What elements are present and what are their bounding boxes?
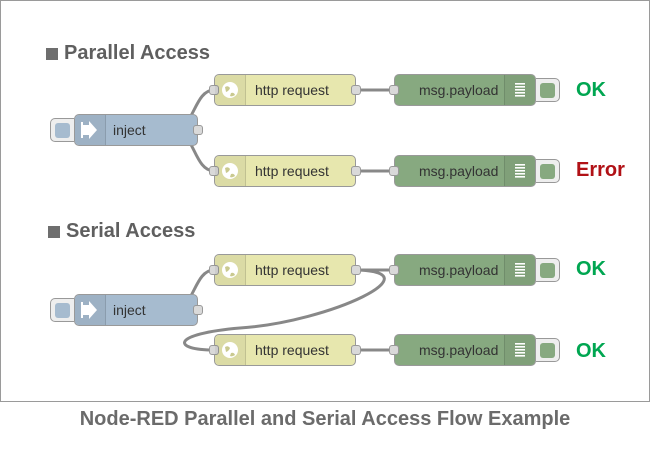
serial-debug-2-input-port[interactable] bbox=[389, 345, 399, 355]
globe-icon bbox=[215, 255, 246, 285]
inject-arrow-icon bbox=[75, 295, 106, 325]
serial-http-1-input-port[interactable] bbox=[209, 265, 219, 275]
parallel-access-title: Parallel Access bbox=[64, 42, 211, 64]
serial-access-title: Serial Access bbox=[66, 220, 196, 242]
parallel-debug-1-input-port[interactable] bbox=[389, 85, 399, 95]
parallel-http-request-node-2[interactable]: http request bbox=[209, 155, 361, 187]
parallel-debug-2-toggle-button[interactable] bbox=[536, 159, 560, 183]
serial-inject-trigger-button[interactable] bbox=[50, 298, 74, 322]
parallel-access-heading: Parallel Access bbox=[46, 42, 210, 65]
serial-inject-label: inject bbox=[113, 302, 146, 318]
serial-http-2-output-port[interactable] bbox=[351, 345, 361, 355]
parallel-inject-trigger-button[interactable] bbox=[50, 118, 74, 142]
parallel-http-2-output-port[interactable] bbox=[351, 166, 361, 176]
parallel-debug-node-2[interactable]: msg.payload bbox=[389, 155, 560, 187]
debug-list-icon bbox=[504, 255, 535, 285]
parallel-http-1-output-port[interactable] bbox=[351, 85, 361, 95]
serial-result-2: OK bbox=[576, 340, 606, 362]
serial-inject-node[interactable]: inject bbox=[50, 294, 203, 326]
serial-result-1: OK bbox=[576, 258, 606, 280]
parallel-inject-node[interactable]: inject bbox=[50, 114, 203, 146]
serial-http-request-node-1[interactable]: http request bbox=[209, 254, 361, 286]
serial-http-1-output-port[interactable] bbox=[351, 265, 361, 275]
heading-bullet-icon bbox=[48, 225, 60, 238]
parallel-http-1-label: http request bbox=[255, 82, 329, 98]
serial-debug-1-label: msg.payload bbox=[419, 262, 499, 278]
serial-http-2-input-port[interactable] bbox=[209, 345, 219, 355]
debug-list-icon bbox=[504, 335, 535, 365]
serial-debug-2-toggle-button[interactable] bbox=[536, 338, 560, 362]
parallel-http-request-node-1[interactable]: http request bbox=[209, 74, 361, 106]
debug-list-icon bbox=[504, 75, 535, 105]
serial-inject-output-port[interactable] bbox=[193, 305, 203, 315]
heading-bullet-icon bbox=[46, 47, 58, 60]
serial-debug-1-toggle-button[interactable] bbox=[536, 258, 560, 282]
parallel-http-1-input-port[interactable] bbox=[209, 85, 219, 95]
serial-debug-node-1[interactable]: msg.payload bbox=[389, 254, 560, 286]
parallel-http-2-input-port[interactable] bbox=[209, 166, 219, 176]
parallel-inject-label: inject bbox=[113, 122, 146, 138]
serial-debug-node-2[interactable]: msg.payload bbox=[389, 334, 560, 366]
serial-debug-2-label: msg.payload bbox=[419, 342, 499, 358]
globe-icon bbox=[215, 156, 246, 186]
serial-http-2-label: http request bbox=[255, 342, 329, 358]
parallel-debug-1-label: msg.payload bbox=[419, 82, 499, 98]
parallel-result-2: Error bbox=[576, 159, 625, 181]
inject-arrow-icon bbox=[75, 115, 106, 145]
serial-debug-1-input-port[interactable] bbox=[389, 265, 399, 275]
parallel-debug-2-input-port[interactable] bbox=[389, 166, 399, 176]
figure-caption: Node-RED Parallel and Serial Access Flow… bbox=[79, 408, 571, 430]
parallel-result-1: OK bbox=[576, 79, 606, 101]
globe-icon bbox=[215, 335, 246, 365]
serial-http-request-node-2[interactable]: http request bbox=[209, 334, 361, 366]
parallel-inject-output-port[interactable] bbox=[193, 125, 203, 135]
parallel-http-2-label: http request bbox=[255, 163, 329, 179]
serial-http-1-label: http request bbox=[255, 262, 329, 278]
parallel-debug-node-1[interactable]: msg.payload bbox=[389, 74, 560, 106]
parallel-debug-1-toggle-button[interactable] bbox=[536, 78, 560, 102]
parallel-debug-2-label: msg.payload bbox=[419, 163, 499, 179]
debug-list-icon bbox=[504, 156, 535, 186]
serial-access-heading: Serial Access bbox=[48, 220, 195, 243]
globe-icon bbox=[215, 75, 246, 105]
